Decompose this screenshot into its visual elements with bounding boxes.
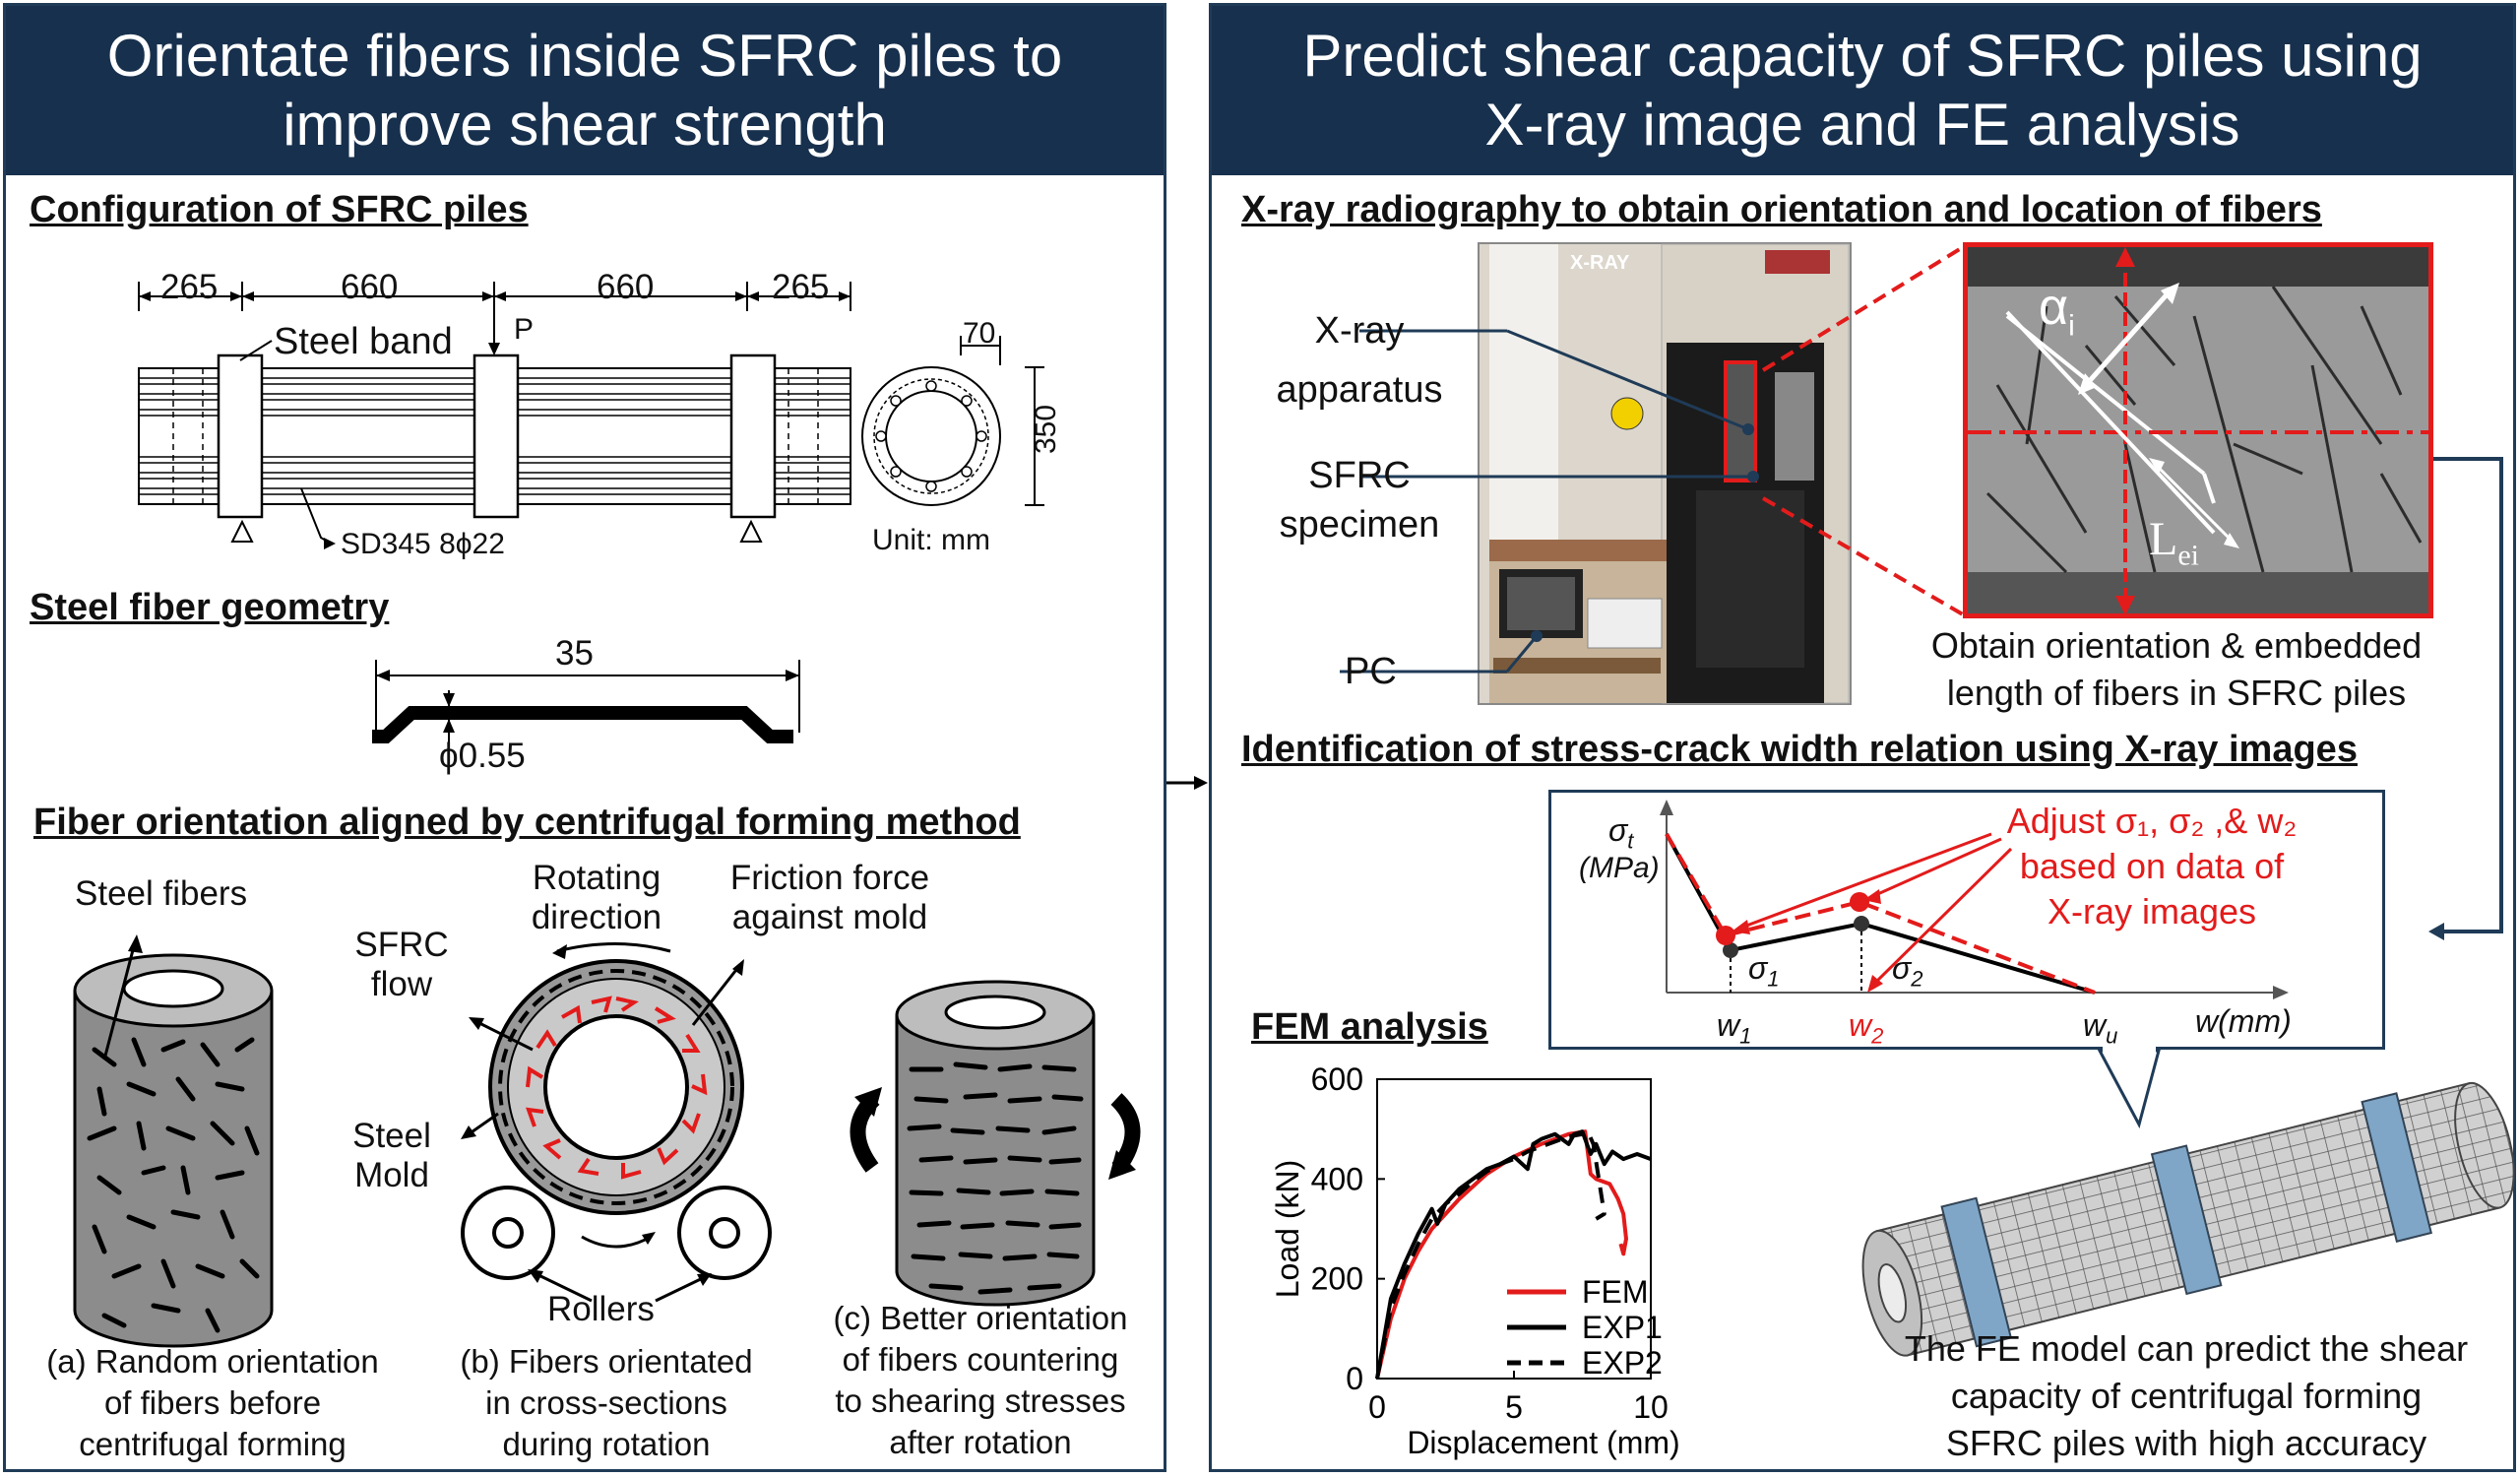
pile-configuration-drawing	[73, 282, 1141, 1348]
xray-apparatus-label: X-ray apparatus	[1276, 310, 1443, 411]
obtain-caption: Obtain orientation & embedded length of …	[1930, 625, 2423, 713]
load-label: P	[514, 313, 535, 346]
dim-660-right: 660	[597, 268, 655, 306]
w-axis-label: w(mm)	[2195, 1003, 2292, 1039]
sigma2-label: σ2	[1892, 950, 1923, 992]
legend-label-exp2: EXP2	[1582, 1345, 1663, 1381]
x-tick-label: 0	[1368, 1389, 1386, 1425]
stress-crack-diagram	[1660, 800, 2289, 1129]
sfrc-specimen-label: SFRC specimen	[1279, 455, 1440, 546]
rotating-direction-label: Rotating direction	[531, 859, 662, 936]
series-line-fem	[1375, 1129, 1628, 1380]
legend-label-fem: FEM	[1582, 1274, 1649, 1310]
panel-connector-arrow	[1166, 776, 1208, 790]
w2-label: w2	[1849, 1007, 1884, 1049]
left-panel: Orientate fibers inside SFRC piles to im…	[3, 3, 1166, 1472]
lei-label: Lei	[2149, 513, 2199, 572]
right-panel: Predict shear capacity of SFRC piles usi…	[1209, 3, 2516, 1472]
right-title-line2: X-ray image and FE analysis	[1484, 92, 2240, 158]
adjust-note: Adjust σ₁, σ₂ ,& w₂ based on data of X-r…	[2006, 801, 2298, 932]
dim-350: 350	[1030, 404, 1062, 454]
pc-label: PC	[1345, 651, 1397, 692]
steel-band-label: Steel band	[274, 321, 453, 362]
radiograph-image	[1963, 242, 2433, 618]
y-tick-label: 0	[1346, 1361, 1363, 1396]
y-tick-label: 200	[1311, 1261, 1363, 1297]
fe-mesh-model	[1861, 1081, 2515, 1357]
left-title-line2: improve shear strength	[283, 92, 887, 158]
xray-leaders	[1340, 245, 2503, 940]
sigma-t-label: σt	[1608, 812, 1634, 854]
xray-sign-plate	[1765, 250, 1830, 274]
caption-a: (a) Random orientation of fibers before …	[46, 1343, 379, 1462]
fem-conclusion: The FE model can predict the shear capac…	[1904, 1328, 2469, 1463]
w1-label: w1	[1717, 1007, 1752, 1049]
series-line-exp2	[1375, 1129, 1606, 1380]
apparatus-sketch	[1480, 243, 1850, 704]
xray-heading: X-ray radiography to obtain orientation …	[1241, 189, 2322, 230]
ident-heading: Identification of stress-crack width rel…	[1241, 729, 2358, 770]
left-title-line1: Orientate fibers inside SFRC piles to	[106, 23, 1063, 89]
dim-265-right: 265	[772, 268, 830, 306]
dim-660-left: 660	[341, 268, 399, 306]
xray-apparatus-photo	[1478, 242, 1852, 705]
sigma1-label: σ1	[1748, 950, 1780, 992]
unit-label: Unit: mm	[872, 524, 990, 556]
x-tick-label: 10	[1633, 1389, 1669, 1425]
friction-force-label: Friction force against mold	[729, 859, 930, 936]
dim-70: 70	[963, 317, 996, 350]
fiber-diameter: ϕ0.55	[439, 737, 526, 775]
stress-crack-box: σt (MPa) w(mm) w1 w2 wu σ1 σ2 Adjust σ₁,…	[1548, 790, 2385, 1129]
fiber-length: 35	[555, 634, 594, 673]
fem-heading: FEM analysis	[1251, 1006, 1488, 1048]
sfrc-flow-label: SFRC flow	[354, 926, 449, 1003]
alpha-label: αi	[2039, 279, 2075, 343]
steel-mold-label: Steel Mold	[352, 1117, 431, 1194]
y-tick-label: 600	[1311, 1061, 1363, 1097]
series-line-exp1	[1375, 1129, 1652, 1380]
x-axis-label: Displacement (mm)	[1407, 1425, 1679, 1460]
rollers-label: Rollers	[547, 1290, 655, 1328]
y-axis-label: Load (kN)	[1270, 1160, 1305, 1299]
y-tick-label: 400	[1311, 1161, 1363, 1196]
x-tick-label: 5	[1505, 1389, 1523, 1425]
fiber-heading: Steel fiber geometry	[30, 587, 390, 628]
radiograph-overlay	[1968, 247, 2428, 613]
xray-sign: X-RAY	[1570, 252, 1630, 274]
left-title-banner: Orientate fibers inside SFRC piles to im…	[6, 6, 1164, 175]
orientation-heading: Fiber orientation aligned by centrifugal…	[33, 802, 1021, 843]
steel-fibers-label: Steel fibers	[75, 874, 248, 913]
legend-label-exp1: EXP1	[1582, 1310, 1663, 1345]
wu-label: wu	[2083, 1007, 2118, 1049]
config-heading: Configuration of SFRC piles	[30, 189, 529, 230]
right-title-banner: Predict shear capacity of SFRC piles usi…	[1212, 6, 2513, 175]
caption-c: (c) Better orientation of fibers counter…	[833, 1300, 1128, 1460]
dim-265-left: 265	[160, 268, 219, 306]
caption-b: (b) Fibers orientated in cross-sections …	[460, 1343, 753, 1462]
right-title-line1: Predict shear capacity of SFRC piles usi…	[1302, 23, 2423, 89]
mpa-label: (MPa)	[1579, 852, 1660, 884]
rebar-label: SD345 8ϕ22	[341, 528, 505, 560]
